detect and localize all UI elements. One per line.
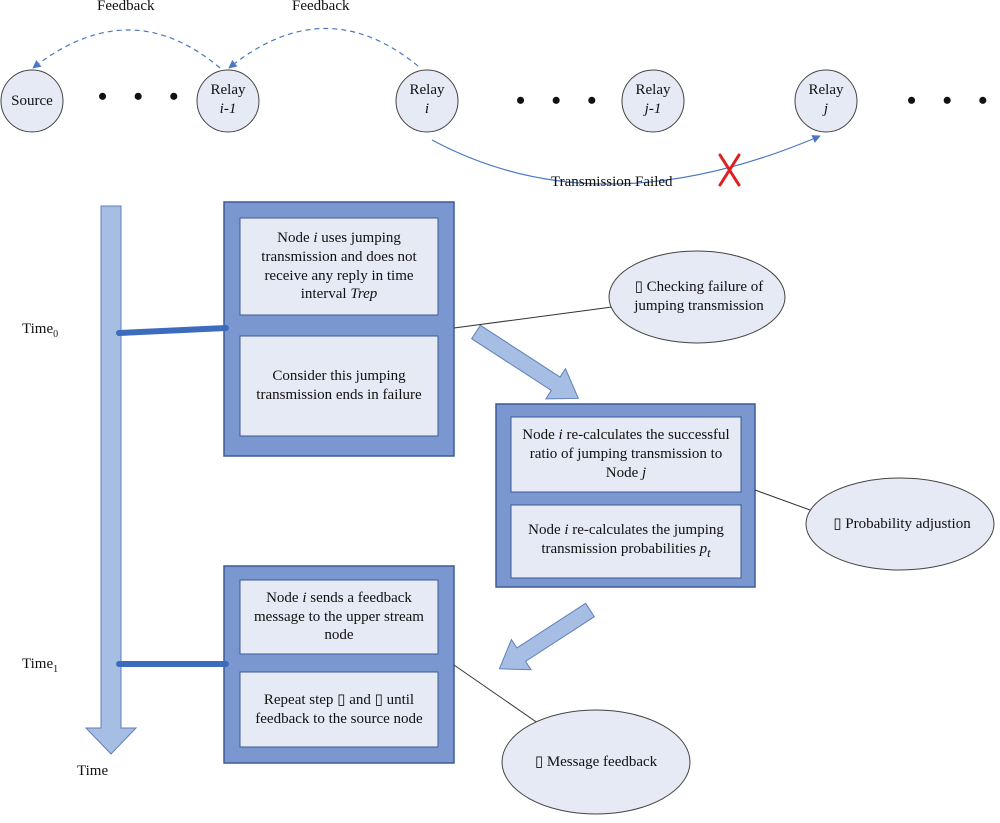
node-relay-j-1-label: Relay j-1 [635, 82, 671, 117]
group2-inner-box1 [510, 416, 742, 493]
node-relay-j-label: Relay j [808, 82, 844, 117]
node-source-label: Source [11, 93, 53, 109]
callout-line-1 [453, 306, 613, 329]
callout-line-2 [754, 489, 811, 511]
group2-inner-box2 [510, 504, 742, 579]
timeline-arrow [84, 205, 138, 755]
node-relay-j [794, 69, 858, 133]
node-relay-i [395, 69, 459, 133]
feedback-arc-2 [228, 27, 419, 69]
transmission-failed-label: Transmission Failed [551, 174, 673, 190]
group3-box1-text: Node i sends a feedback message to the u… [254, 589, 424, 644]
callout-step2-text: ▯ Probability adjustion [833, 515, 971, 532]
feedback-label-1: Feedback [97, 0, 155, 14]
group2-box2-text: Node i re-calculates the jumping transmi… [528, 522, 724, 561]
ellipsis-1: • • • [98, 82, 189, 111]
node-relay-j-1 [621, 69, 685, 133]
ellipsis-2: • • • [516, 86, 607, 115]
callout-ellipse-1 [608, 250, 786, 344]
group1-inner-box2 [239, 335, 439, 437]
group3-inner-box1 [239, 579, 439, 655]
callout-step3-text: ▯ Message feedback [534, 753, 658, 770]
node-relay-i-1 [196, 69, 260, 133]
node-relay-i-1-label: Relay i-1 [210, 82, 246, 117]
callout-step1-text: ▯ Checking failure of jumping transmissi… [634, 279, 764, 314]
feedback-label-2: Feedback [292, 0, 350, 14]
callout-ellipse-2 [805, 477, 995, 571]
node-source [0, 69, 64, 133]
ellipsis-3: • • • [907, 86, 998, 115]
connector-time0 [116, 325, 229, 336]
group1-box1-text: Node i uses jumping transmission and doe… [261, 230, 417, 303]
time0-label: Time0 [22, 321, 59, 340]
block-arrow-2 [498, 602, 596, 671]
group3-box2-text: Repeat step ▯ and ▯ until feedback to th… [255, 691, 423, 727]
time1-label: Time1 [22, 656, 59, 675]
time-axis-label: Time [77, 763, 109, 779]
group3-inner-box2 [239, 671, 439, 748]
group2-box1-text: Node i re-calculates the successful rati… [522, 427, 730, 481]
fail-x-icon [718, 153, 741, 187]
group1-box2-text: Consider this jumping transmission ends … [256, 368, 422, 403]
block-arrow-1 [470, 324, 580, 400]
callout-line-3 [453, 664, 546, 729]
callout-ellipse-3 [501, 709, 691, 815]
group1-inner-box1 [239, 217, 439, 316]
node-relay-i-label: Relay i [409, 82, 445, 117]
feedback-arc-1 [32, 29, 221, 69]
transmission-curve [431, 135, 821, 185]
